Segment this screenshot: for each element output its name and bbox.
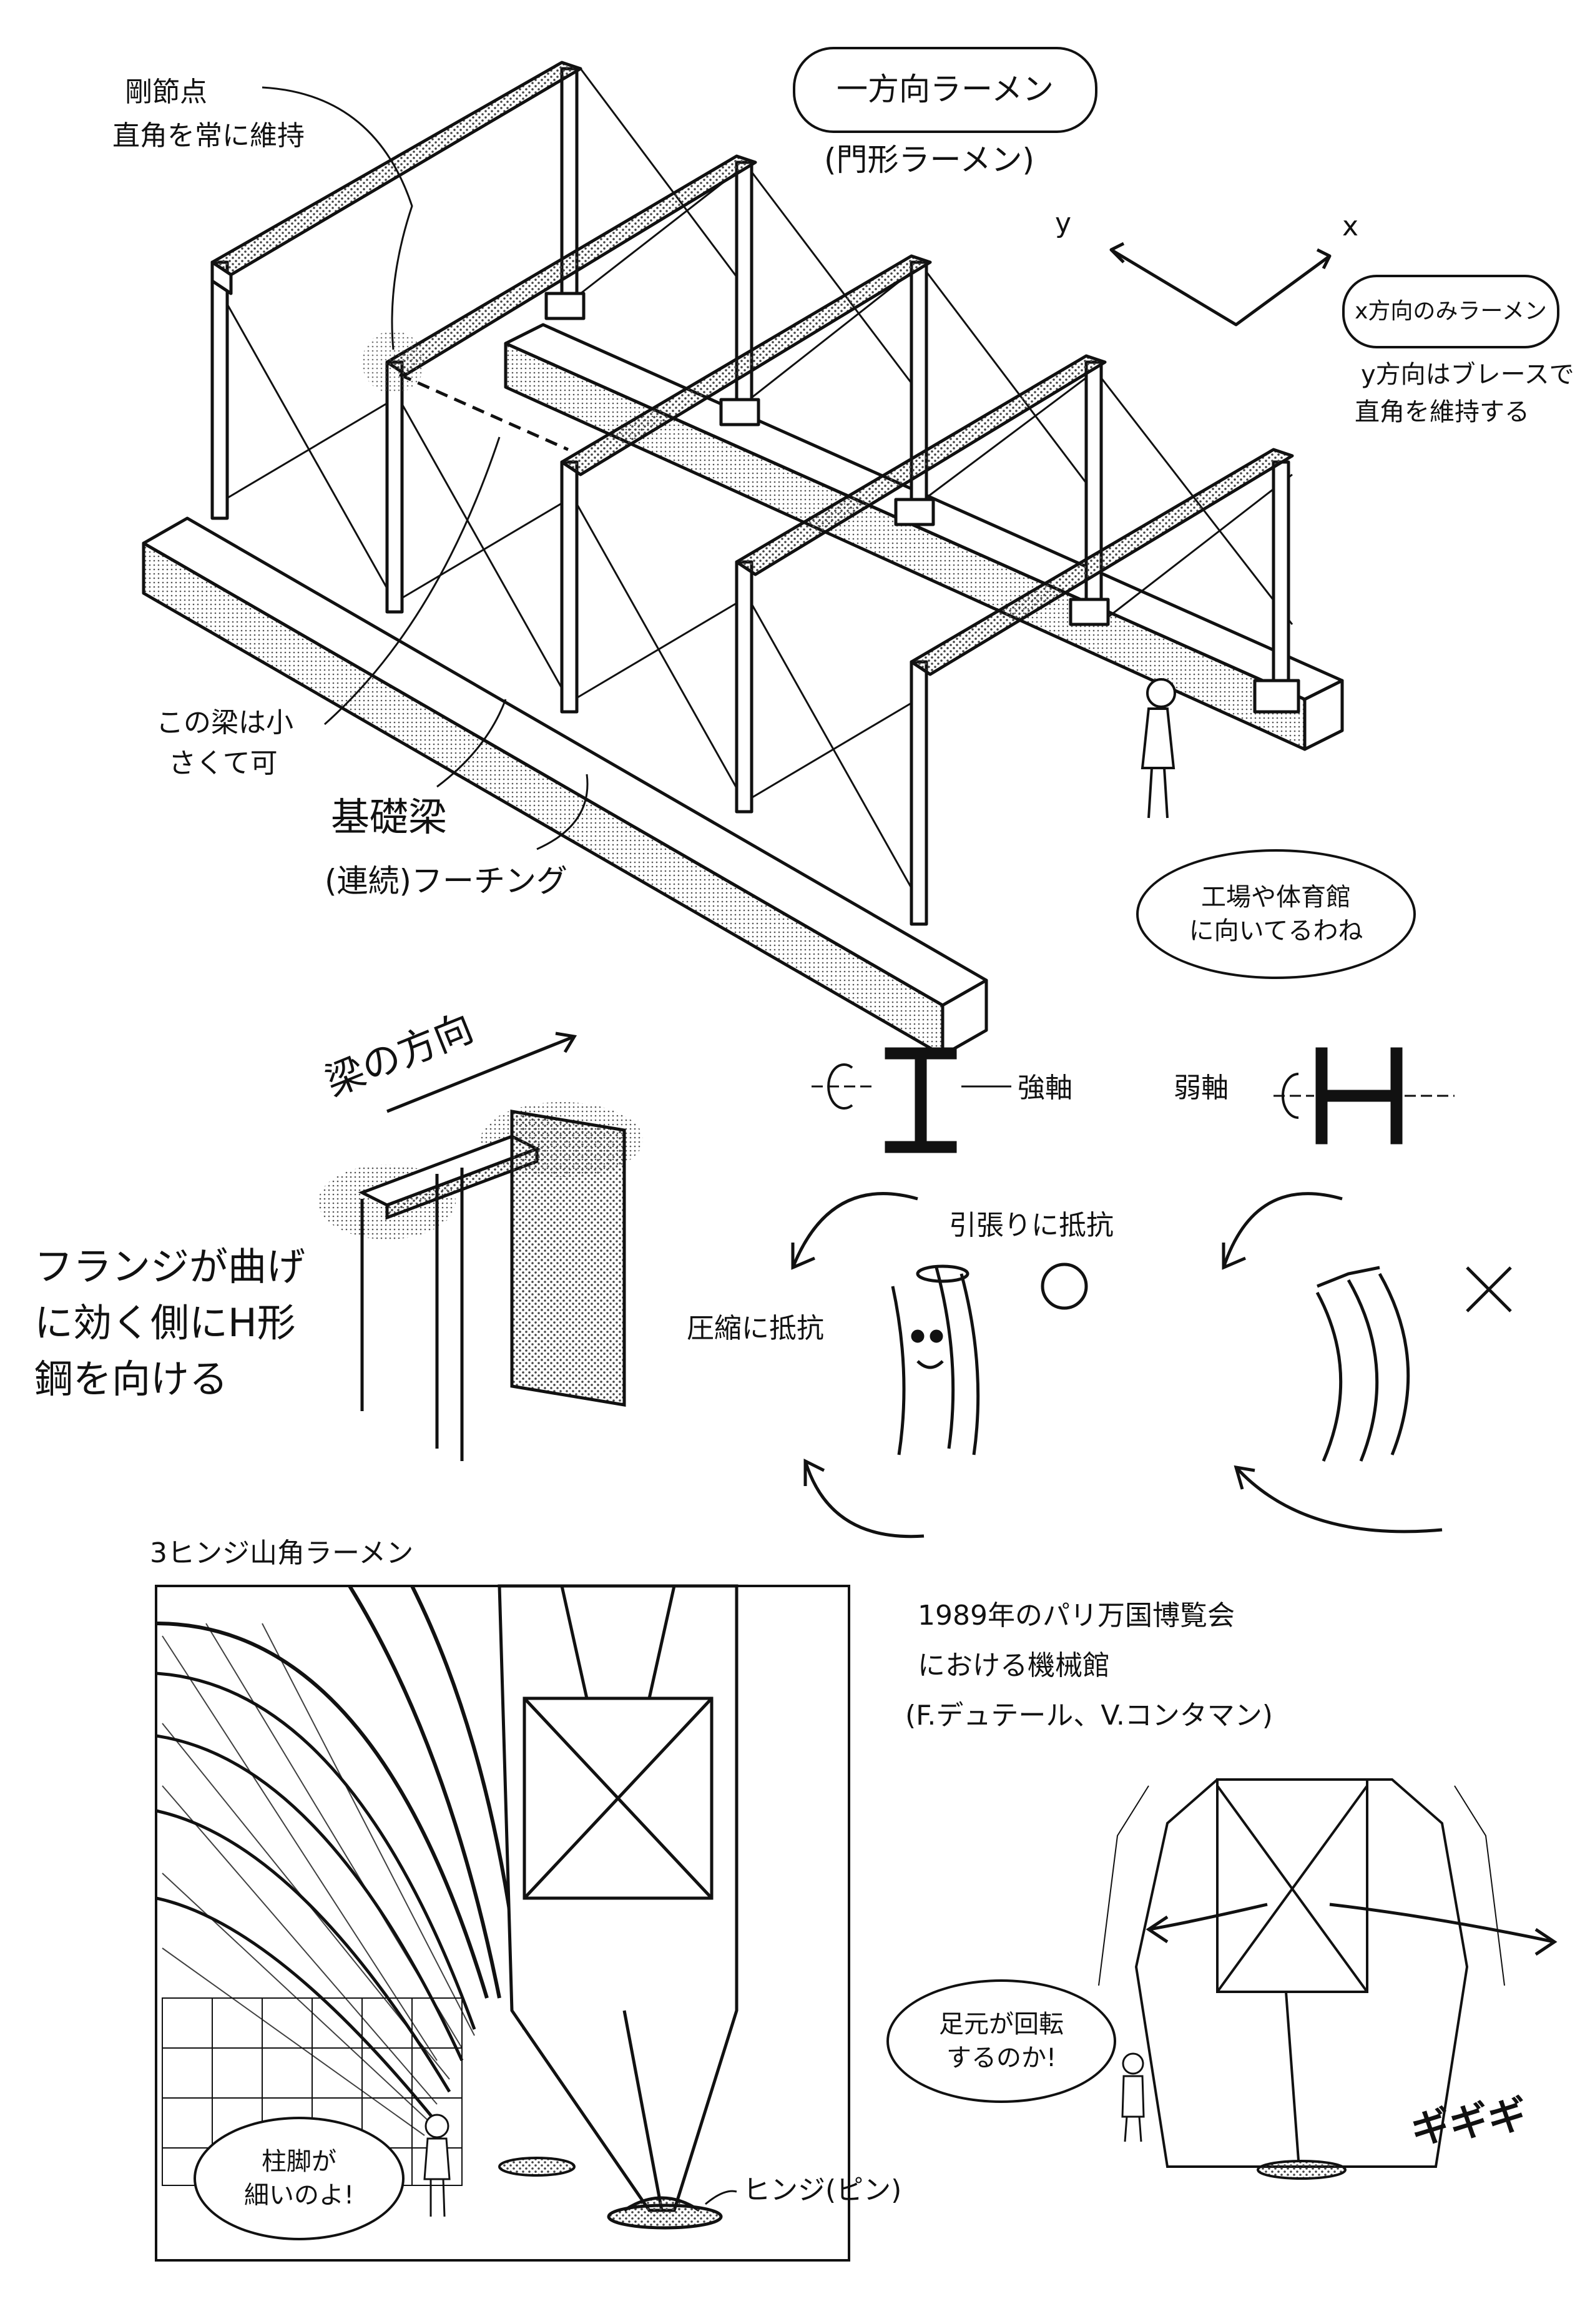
frame-subtitle: (門形ラーメン) [824,142,1035,178]
portal-frame-3 [560,254,935,714]
rigid-joint-marker [362,331,425,393]
x-direction-note: x方向のみラーメン [1355,298,1547,324]
bottom-title: 3ヒンジ山角ラーメン [150,1537,414,1569]
small-beam-note-1: この梁は小 [156,707,293,739]
axis-y-label: y [1055,207,1072,239]
speech-bubble-top: 工場や体育館 に向いてるわね [1136,849,1416,979]
small-beam-note-2: さくて可 [169,747,278,779]
arrow-rotate-3 [1222,1192,1343,1268]
axis-x-label: x [1342,210,1359,242]
speech-left-line-2: 細いのよ! [243,2181,355,2210]
man-figure-bottom [1121,2052,1145,2142]
speech-top-line-2: に向いてるわね [1189,917,1363,945]
flange-note-3: 鋼を向ける [34,1356,228,1402]
h-beam-diagram [318,1032,1512,1539]
good-circle [1041,1263,1088,1310]
foundation-beam-label: 基礎梁 [331,794,448,840]
caption-line-2: における機械館 [918,1650,1110,1681]
h-beam-isometric [318,1102,643,1461]
flange-note-1: フランジが曲げ [34,1244,306,1289]
arrow-rotate-4 [1235,1466,1443,1534]
speech-left-line-1: 柱脚が [261,2147,336,2176]
speech-right-line-1: 足元が回転 [939,2010,1064,2039]
continuous-footing [142,516,988,1057]
caption-line-1: 1989年のパリ万国博覧会 [918,1600,1235,1632]
rigid-joint-label-2: 直角を常に維持 [112,120,305,152]
speech-right-line-2: するのか! [946,2044,1057,2072]
speech-bubble-bottom-left: 柱脚が 細いのよ! [194,2117,405,2240]
compression-resist-label: 圧縮に抵抗 [687,1312,824,1344]
portal-frame-5 [910,448,1300,926]
hinge-label: ヒンジ(ピン) [743,2174,902,2206]
rotation-arrow-right [1329,1903,1555,1944]
arrow-rotate-2 [803,1460,925,1539]
portal-frame-diagram [142,61,1344,1057]
rotation-arrow-left [1148,1903,1268,1931]
y-direction-note-1: y方向はブレースで [1361,360,1574,389]
weak-axis-label: 弱軸 [1174,1072,1229,1104]
speech-top-line-1: 工場や体育館 [1201,883,1351,912]
xy-axes [1109,242,1332,327]
footing-label: (連続)フーチング [325,863,568,899]
column-foot [498,1584,739,2230]
y-direction-note-2: 直角を維持する [1355,398,1529,426]
caption-line-3: (F.デュテール、V.コンタマン) [905,1700,1273,1731]
strong-axis-label: 強軸 [1018,1072,1072,1104]
strong-axis-section [812,1047,1011,1153]
woman-figure-top [1141,678,1176,819]
x-direction-bubble: x方向のみラーメン [1342,275,1559,348]
beam-bending-good [891,1264,980,1455]
title-bubble: 一方向ラーメン [793,47,1097,133]
tension-resist-label: 引張りに抵抗 [949,1209,1114,1241]
speech-bubble-bottom-right: 足元が回転 するのか! [886,1979,1116,2103]
frame-title: 一方向ラーメン [837,71,1054,108]
rigid-joint-label-1: 剛節点 [125,76,207,108]
arrow-rotate-1 [791,1192,918,1268]
beam-bending-bad [1315,1266,1410,1462]
front-braces [223,299,919,900]
portal-frame-2 [385,154,760,614]
rotating-column [1098,1778,1505,2180]
weak-axis-section [1274,1047,1455,1145]
woman-figure-bottom [423,2114,451,2217]
three-hinge-frame-illustration [155,1584,1558,2262]
bad-cross [1466,1266,1512,1312]
small-beam-dashed [398,373,569,451]
flange-note-2: に効く側にH形 [34,1300,296,1346]
